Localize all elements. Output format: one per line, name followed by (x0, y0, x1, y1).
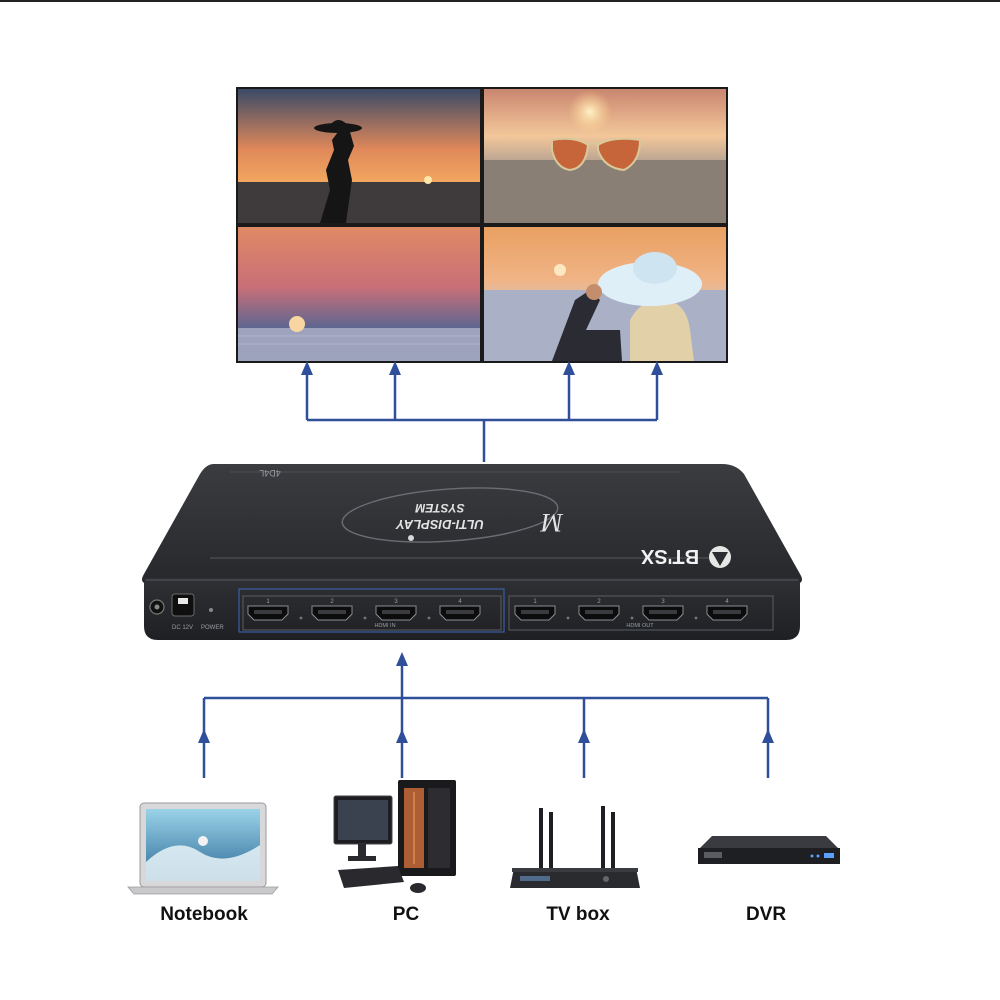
brand-logo: BT'SX (640, 545, 699, 567)
tv-box-icon (510, 806, 640, 888)
dc-power-jack (172, 594, 194, 616)
logo-initial: M (540, 508, 564, 537)
hdmi-in-port-led (300, 617, 303, 620)
hdmi-out-port-pins (649, 610, 677, 614)
arrow-up-icon (396, 652, 408, 666)
hdmi-in-port-pins (446, 610, 474, 614)
hdmi-out-port-led (695, 617, 698, 620)
arrow-up-icon (301, 361, 313, 375)
input-connectors (204, 660, 768, 778)
power-label: DC 12V (172, 625, 193, 631)
source-label-dvr: DVR (686, 904, 846, 926)
hdmi-out-port-pins (713, 610, 741, 614)
hdmi-in-label: HDMI IN (374, 623, 395, 629)
model-label: 4D4L (259, 468, 281, 478)
video-wall (236, 87, 728, 363)
hdmi-out-label: HDMI OUT (626, 623, 654, 629)
pc-icon (334, 780, 456, 893)
hdmi-in-port-led (364, 617, 367, 620)
brand-emblem-icon (709, 546, 731, 568)
hdmi-in-port-pins (318, 610, 346, 614)
arrow-up-icon (762, 729, 774, 743)
arrow-up-icon (563, 361, 575, 375)
hdmi-in-port-pins (254, 610, 282, 614)
screen-4 (484, 227, 726, 361)
hdmi-out-port-pins (521, 610, 549, 614)
hdmi-out-port-led (567, 617, 570, 620)
screen-1 (238, 89, 480, 223)
screen-3 (238, 227, 480, 361)
hdmi-in-port-led (428, 617, 431, 620)
arrow-up-icon (578, 729, 590, 743)
hdmi-out-port-pins (585, 610, 613, 614)
logo-line-1: ULTI-DISPLAY (395, 517, 484, 532)
logo-line-2: SYSTEM (414, 501, 464, 515)
setting-sun (289, 316, 305, 332)
multi-display-device: ULTI-DISPLAY SYSTEM M 4D4L BT'SX DC 12V … (142, 464, 802, 640)
hdmi-out-port-led (631, 617, 634, 620)
power-led-icon (209, 608, 213, 612)
source-label-pc: PC (326, 904, 486, 926)
arrow-up-icon (389, 361, 401, 375)
arrow-up-icon (396, 729, 408, 743)
arrow-up-icon (651, 361, 663, 375)
hdmi-in-port-pins (382, 610, 410, 614)
arrow-up-icon (198, 729, 210, 743)
output-connectors (307, 372, 657, 462)
source-label-tv-box: TV box (498, 904, 658, 926)
power-led-label: POWER (201, 625, 224, 631)
notebook-icon (128, 803, 278, 894)
dvr-icon (698, 836, 840, 864)
screen-2 (484, 89, 726, 223)
output-arrowheads (301, 361, 663, 375)
source-label-notebook: Notebook (124, 904, 284, 926)
